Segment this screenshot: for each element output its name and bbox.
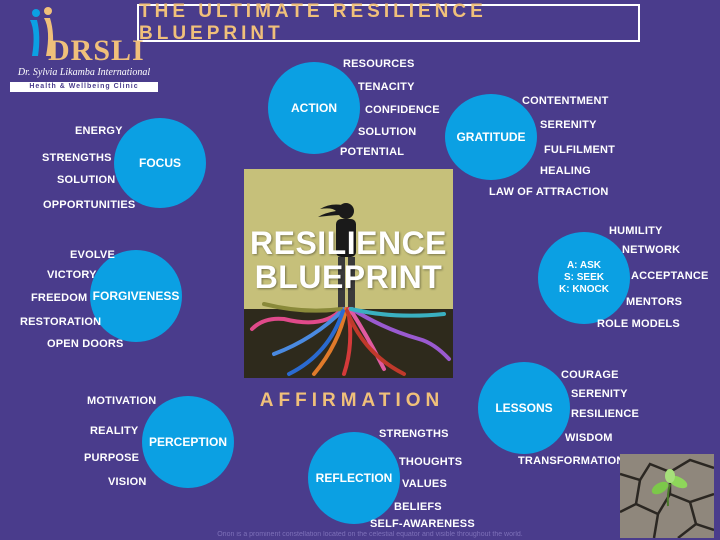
node-perception-label: PERCEPTION — [148, 435, 227, 449]
node-gratitude-label: GRATITUDE — [456, 130, 526, 144]
node-reflection-label: REFLECTION — [315, 471, 393, 485]
perception-word: VISION — [108, 476, 147, 488]
action-word: CONFIDENCE — [365, 104, 440, 116]
gratitude-word: LAW OF ATTRACTION — [489, 186, 609, 198]
lessons-word: TRANSFORMATION — [518, 455, 625, 467]
focus-word: ENERGY — [75, 125, 123, 137]
reflection-word: THOUGHTS — [399, 456, 463, 468]
center-title-line2: BLUEPRINT — [254, 259, 443, 295]
node-ask-line: A: ASK — [566, 260, 602, 271]
perception-word: MOTIVATION — [87, 395, 157, 407]
perception-word: REALITY — [90, 425, 139, 437]
action-word: SOLUTION — [358, 126, 417, 138]
node-action: ACTION — [268, 62, 360, 154]
ask-word: ROLE MODELS — [597, 318, 680, 330]
center-illustration: RESILIENCE BLUEPRINT — [244, 169, 453, 378]
woman-with-roots-icon — [250, 203, 451, 376]
reflection-word: STRENGTHS — [379, 428, 449, 440]
reflection-word: BELIEFS — [394, 501, 442, 513]
ask-word: MENTORS — [626, 296, 683, 308]
logo-figures-icon — [30, 7, 54, 56]
action-word: POTENTIAL — [340, 146, 405, 158]
focus-word: SOLUTION — [57, 174, 116, 186]
footer-note: Orion is a prominent constellation locat… — [217, 531, 523, 538]
node-reflection: REFLECTION — [308, 432, 400, 524]
forgiveness-word: FREEDOM — [31, 292, 88, 304]
logo-name: Dr. Sylvia Likamba International — [17, 67, 151, 78]
perception-word: PURPOSE — [84, 452, 140, 464]
focus-word: OPPORTUNITIES — [43, 199, 136, 211]
action-word: TENACITY — [358, 81, 415, 93]
gratitude-word: CONTENTMENT — [522, 95, 609, 107]
node-lessons: LESSONS — [478, 362, 570, 454]
node-knock-line: K: KNOCK — [559, 284, 609, 295]
forgiveness-word: EVOLVE — [70, 249, 116, 261]
sprout-icon — [620, 454, 714, 538]
forgiveness-word: OPEN DOORS — [47, 338, 124, 350]
lessons-word: RESILIENCE — [571, 408, 640, 420]
forgiveness-word: RESTORATION — [20, 316, 102, 328]
lessons-word: COURAGE — [561, 369, 619, 381]
focus-word: STRENGTHS — [42, 152, 112, 164]
center-title-line1: RESILIENCE — [249, 225, 448, 261]
reflection-word: VALUES — [402, 478, 448, 490]
page-title: THE ULTIMATE RESILIENCE BLUEPRINT — [139, 1, 487, 44]
sprout-in-cracked-earth-photo — [620, 454, 714, 538]
ask-word: ACCEPTANCE — [631, 270, 709, 282]
node-perception: PERCEPTION — [142, 396, 234, 488]
node-forgiveness: FORGIVENESS — [90, 250, 182, 342]
ask-word: HUMILITY — [609, 225, 663, 237]
gratitude-word: HEALING — [540, 165, 591, 177]
affirmation-caption: AFFIRMATION — [259, 390, 445, 411]
logo-tagline: Health & Wellbeing Clinic — [10, 82, 158, 92]
lessons-word: SERENITY — [571, 388, 628, 400]
action-word: RESOURCES — [343, 58, 415, 70]
node-focus-label: FOCUS — [139, 156, 181, 170]
title-banner: THE ULTIMATE RESILIENCE BLUEPRINT — [137, 1, 640, 44]
logo-brand: DRSLI — [48, 34, 145, 67]
gratitude-word: FULFILMENT — [544, 144, 616, 156]
forgiveness-word: VICTORY — [47, 269, 97, 281]
logo: DRSLI Dr. Sylvia Likamba International H… — [6, 6, 158, 92]
reflection-word: SELF-AWARENESS — [370, 518, 475, 530]
node-focus: FOCUS — [114, 118, 206, 208]
node-action-label: ACTION — [291, 101, 337, 115]
node-seek-line: S: SEEK — [563, 272, 604, 283]
node-gratitude: GRATITUDE — [445, 94, 537, 180]
lessons-word: WISDOM — [565, 432, 613, 444]
node-ask-seek-knock: A: ASK S: SEEK K: KNOCK — [538, 232, 630, 324]
node-lessons-label: LESSONS — [495, 401, 553, 415]
node-forgiveness-label: FORGIVENESS — [92, 289, 180, 303]
gratitude-word: SERENITY — [540, 119, 597, 131]
ask-word: NETWORK — [622, 244, 681, 256]
